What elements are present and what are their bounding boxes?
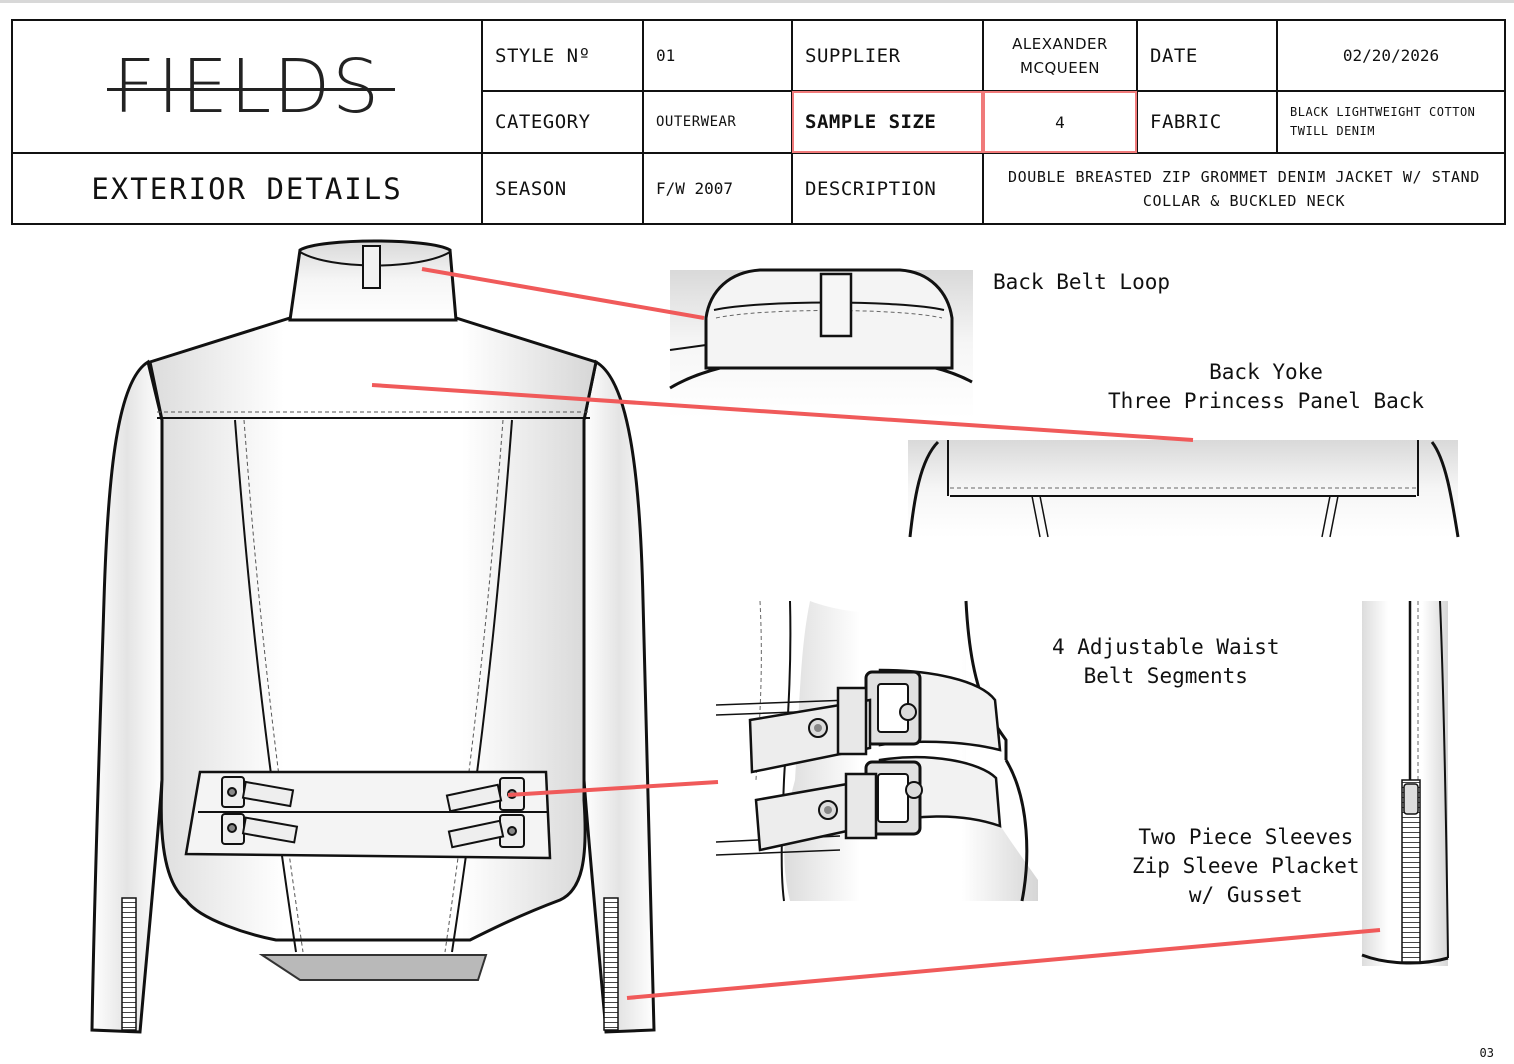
season-value: F/W 2007 [642,152,793,225]
left-sleeve [90,359,164,1034]
callout-line-waist-belt [507,780,719,797]
supplier-value: ALEXANDER MCQUEEN [982,19,1138,92]
belt-segments-left [221,776,299,845]
fabric-label: FABRIC [1136,90,1278,154]
callout-lines [371,267,1381,1000]
callout-belt-loop: Back Belt Loop [993,270,1171,294]
hem-lining [258,954,488,981]
brand-logo-cell: FIELDS [11,19,483,154]
callout-line-belt-loop [421,267,705,320]
description-label: DESCRIPTION [791,152,984,225]
description-value: DOUBLE BREASTED ZIP GROMMET DENIM JACKET… [982,152,1506,225]
style-no-value: 01 [642,19,793,92]
callout-line-yoke [371,383,1194,442]
page-top-rule [0,0,1514,3]
supplier-label: SUPPLIER [791,19,984,92]
category-value: OUTERWEAR [642,90,793,154]
back-belt-loop [362,245,381,289]
fabric-value: BLACK LIGHTWEIGHT COTTON TWILL DENIM [1276,90,1506,154]
sample-size-value: 4 [982,90,1138,154]
callout-yoke: Back Yoke Three Princess Panel Back [1108,360,1425,413]
brand-logo: FIELDS [106,50,396,124]
right-sleeve-zip [603,897,619,1031]
date-label: DATE [1136,19,1278,92]
spec-sheet-header: FIELDS STYLE Nº 01 SUPPLIER ALEXANDER MC… [11,19,1506,225]
date-value: 02/20/2026 [1276,19,1506,92]
jacket-back-view [90,239,656,1034]
season-label: SEASON [481,152,644,225]
callout-line-sleeves [626,928,1381,1000]
callout-waist-belt: 4 Adjustable Waist Belt Segments [1052,635,1280,688]
style-no-label: STYLE Nº [481,19,644,92]
left-sleeve-zip [121,897,137,1031]
category-label: CATEGORY [481,90,644,154]
sample-size-label: SAMPLE SIZE [791,90,984,154]
detail-sleeve-zip [1361,600,1449,966]
section-title: EXTERIOR DETAILS [11,152,483,225]
page-number: 03 [1479,1046,1494,1060]
right-sleeve [582,359,656,1034]
callout-sleeves: Two Piece Sleeves Zip Sleeve Placket w/ … [1132,825,1360,907]
brand-logo-text: FIELDS [112,43,382,130]
belt-segments-right [445,777,525,849]
detail-waist-belt [715,600,1038,902]
logo-strike-line [106,87,396,91]
detail-collar-belt-loop [669,268,973,418]
detail-back-yoke [908,440,1460,538]
